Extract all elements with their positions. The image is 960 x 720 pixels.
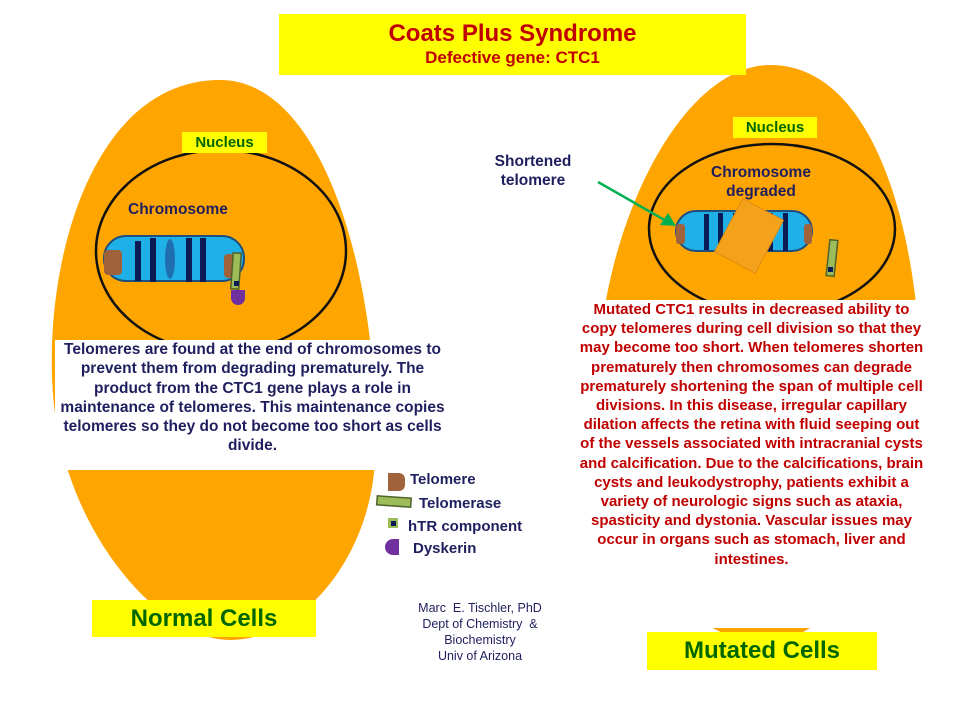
mutated-description: Mutated CTC1 results in decreased abilit… [575, 300, 928, 628]
normal-chromosome-band [186, 238, 192, 282]
credit-line-3: Biochemistry [444, 633, 516, 647]
normal-htr-component-icon [234, 281, 239, 286]
legend-label-htr-component: hTR component [408, 518, 523, 535]
normal-chromosome-centromere [165, 239, 175, 279]
shortened-telomere-label: Shortened telomere [478, 152, 588, 190]
legend-icons [375, 473, 413, 555]
legend-label-telomere: Telomere [410, 471, 476, 488]
normal-dyskerin-icon [231, 290, 245, 305]
pointer-arrow [597, 180, 676, 226]
mutated-chromosome-label-line2: degraded [726, 183, 796, 200]
legend-label-telomerase: Telomerase [419, 495, 502, 512]
mutated-chromosome-label: Chromosome degraded [696, 163, 826, 201]
page-title: Coats Plus Syndrome [388, 20, 637, 47]
normal-telomere-left [104, 250, 122, 275]
mutated-chromosome-band [783, 213, 788, 251]
normal-description-text: Telomeres are found at the end of chromo… [60, 341, 445, 455]
mutated-htr-component-icon [828, 267, 833, 272]
mutated-telomere-right-short [804, 224, 812, 244]
htr-component-icon-core [391, 521, 396, 526]
mutated-telomerase-complex [825, 238, 839, 278]
telomerase-icon [375, 495, 413, 508]
mutated-chromosome-band [704, 214, 709, 250]
normal-telomerase-icon [229, 251, 243, 291]
mutated-chromosome-band [718, 213, 723, 251]
shortened-telomere-label-line2: telomere [500, 172, 566, 189]
title-banner: Coats Plus Syndrome Defective gene: CTC1 [279, 14, 746, 75]
normal-chromosome [103, 235, 245, 282]
mutated-chromosome [675, 198, 813, 274]
normal-chromosome-label: Chromosome [128, 201, 228, 218]
normal-nucleus-label: Nucleus [182, 132, 267, 153]
author-credit: Marc E. Tischler, PhD Dept of Chemistry … [380, 600, 580, 664]
normal-chromosome-band [200, 238, 206, 282]
normal-description: Telomeres are found at the end of chromo… [55, 340, 450, 470]
mutated-telomere-left-short [676, 224, 685, 244]
page-subtitle: Defective gene: CTC1 [425, 48, 600, 67]
telomere-icon [388, 473, 405, 491]
shortened-telomere-label-line1: Shortened [494, 153, 572, 170]
credit-line-2: Dept of Chemistry & [422, 617, 538, 631]
mutated-description-text: Mutated CTC1 results in decreased abilit… [579, 301, 924, 568]
normal-chromosome-band [135, 241, 141, 281]
mutated-nucleus-label: Nucleus [733, 117, 817, 138]
normal-telomerase-complex [229, 251, 245, 305]
credit-line-4: Univ of Arizona [437, 649, 523, 663]
degradation-patch [713, 198, 785, 274]
dyskerin-icon [385, 539, 399, 555]
mutated-cells-caption: Mutated Cells [647, 632, 877, 670]
legend-label-dyskerin: Dyskerin [413, 540, 477, 557]
normal-cells-caption: Normal Cells [92, 600, 316, 637]
mutated-chromosome-label-line1: Chromosome [711, 164, 811, 181]
normal-chromosome-band [150, 238, 156, 282]
credit-line-1: Marc E. Tischler, PhD [418, 601, 542, 615]
